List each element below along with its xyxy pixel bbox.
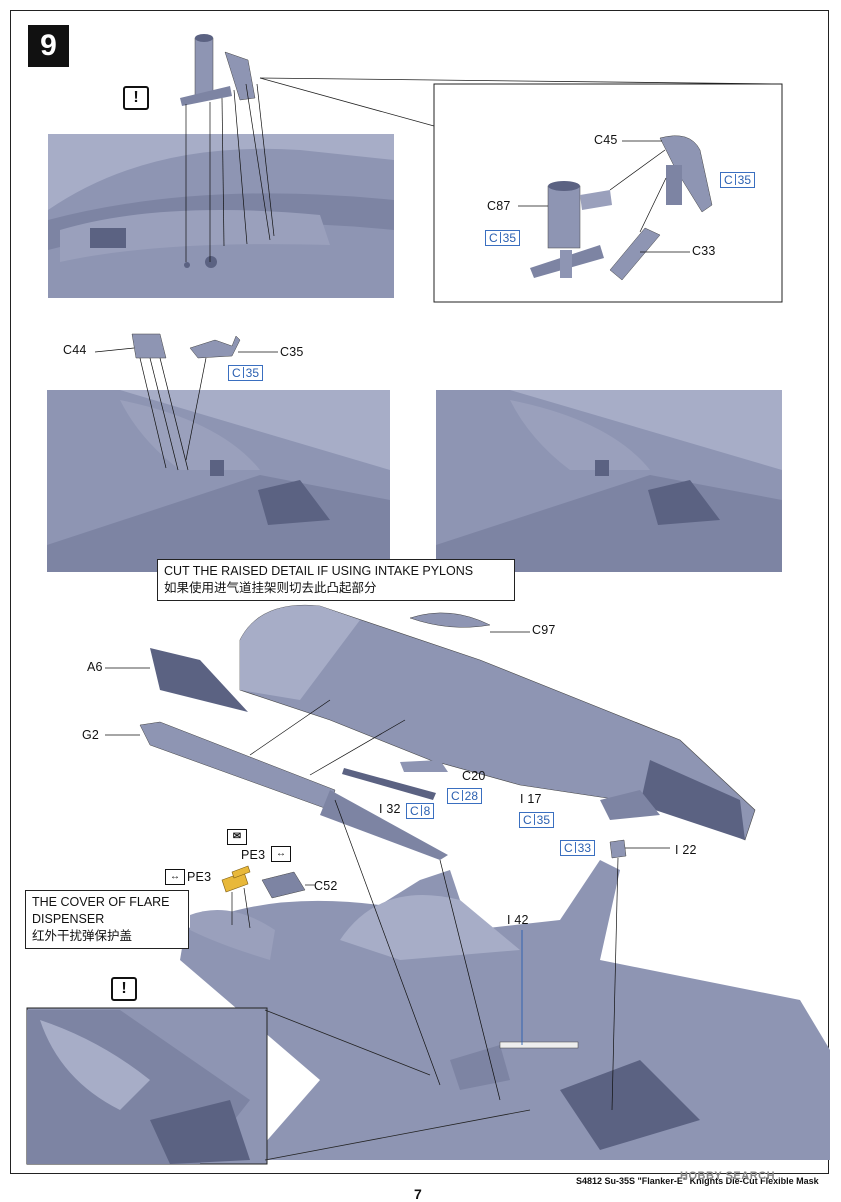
middle-right-panel xyxy=(436,390,782,572)
flare-note-en-line2: DISPENSER xyxy=(32,912,105,926)
mail-icon: ✉ xyxy=(227,829,247,845)
middle-left-panel xyxy=(47,390,390,572)
intake-assembly xyxy=(105,604,756,860)
part-label-c87: C87 xyxy=(487,199,511,213)
flare-dispenser-note: THE COVER OF FLARE DISPENSER 红外干扰弹保护盖 xyxy=(25,890,189,949)
inset-parts xyxy=(518,135,713,281)
caution-icon: ! xyxy=(111,977,137,1001)
part-label-pe3: PE3 xyxy=(187,870,212,884)
watermark: HOBBY SEARCH xyxy=(680,1170,776,1182)
footer-product-title: S4812 Su-35S "Flanker-E" Knights Die-Cut… xyxy=(576,1176,819,1186)
part-label-c35: C35 xyxy=(280,345,304,359)
flare-note-en-line1: THE COVER OF FLARE xyxy=(32,895,170,909)
part-label-i32: I 32 xyxy=(379,802,401,816)
double-arrow-icon: ↔ xyxy=(271,846,291,862)
part-label-a6: A6 xyxy=(87,660,103,674)
part-label-c44: C44 xyxy=(63,343,87,357)
intake-note-zh: 如果使用进气道挂架则切去此凸起部分 xyxy=(164,581,377,595)
step-number-badge: 9 xyxy=(28,25,69,67)
caution-icon: ! xyxy=(123,86,149,110)
bottom-detail-inset xyxy=(26,1007,531,1165)
flare-parts xyxy=(190,799,670,1111)
part-label-pe3: PE3 xyxy=(241,848,266,862)
intake-pylon-note: CUT THE RAISED DETAIL IF USING INTAKE PY… xyxy=(157,559,515,601)
part-label-i42: I 42 xyxy=(507,913,529,927)
part-label-c20: C20 xyxy=(462,769,486,783)
part-label-c45: C45 xyxy=(594,133,618,147)
part-label-c97: C97 xyxy=(532,623,556,637)
part-label-i22: I 22 xyxy=(675,843,697,857)
flare-note-zh: 红外干扰弹保护盖 xyxy=(32,929,133,943)
part-label-c52: C52 xyxy=(314,879,338,893)
c44-c35-parts xyxy=(94,333,278,471)
part-label-i17: I 17 xyxy=(520,792,542,806)
intake-note-en: CUT THE RAISED DETAIL IF USING INTAKE PY… xyxy=(164,564,474,578)
part-label-c33: C33 xyxy=(692,244,716,258)
page-number: 7 xyxy=(414,1186,422,1202)
page-frame xyxy=(10,10,829,1174)
top-part-assembly xyxy=(180,34,275,262)
part-label-g2: G2 xyxy=(82,728,100,742)
top-fuselage-panel xyxy=(48,134,394,298)
double-arrow-icon: ↔ xyxy=(165,869,185,885)
